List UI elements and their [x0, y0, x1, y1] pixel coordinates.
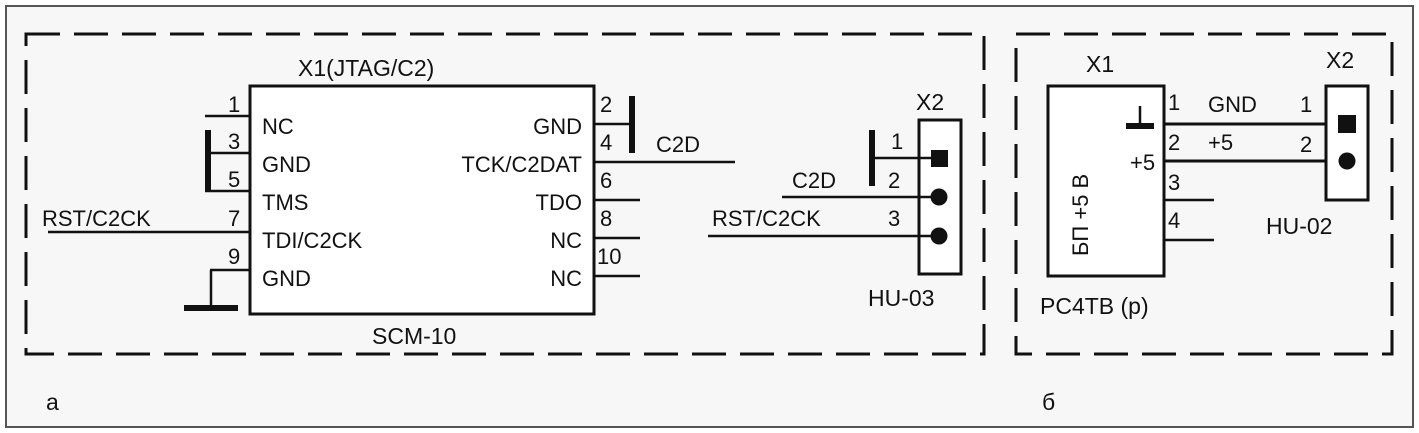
hu03-pin-2-dot [930, 188, 948, 206]
connector-b-x1-title: X1 [1086, 51, 1114, 77]
connector-b-x1-model: PC4TB (р) [1040, 293, 1149, 319]
signal-gnd: GND [1208, 92, 1257, 117]
pin-number-5: 5 [228, 167, 240, 192]
pc4tb-pin-number-3: 3 [1168, 170, 1180, 195]
pc4tb-inner-label: БП +5 В [1068, 174, 1093, 256]
pin-number-3: 3 [228, 129, 240, 154]
pin-number-1: 1 [228, 92, 240, 117]
signal-rst-c2ck-left: RST/C2CK [42, 206, 151, 231]
connector-x2-title: X2 [916, 89, 944, 115]
panel-a-dashed-border [24, 32, 986, 356]
pin-name-nc-10: NC [550, 266, 582, 291]
hu03-pin-number-2: 2 [888, 168, 900, 193]
pin-name-tdo: TDO [536, 190, 582, 215]
pin-name-gnd-9: GND [262, 266, 311, 291]
hu03-pin-3-dot [930, 227, 948, 245]
pin-name-tdi-c2ck: TDI/C2CK [262, 228, 363, 253]
pc4tb-pin-number-4: 4 [1168, 208, 1180, 233]
hu02-connector-body [1324, 84, 1370, 202]
panel-a-label: а [46, 389, 59, 415]
pin-number-2: 2 [600, 92, 612, 117]
pc4tb-pin-number-1: 1 [1168, 90, 1180, 115]
signal-c2d-mid: C2D [792, 168, 836, 193]
hu03-pin-number-3: 3 [888, 206, 900, 231]
pin-number-9: 9 [228, 244, 240, 269]
connector-x2-model: HU-03 [868, 285, 934, 311]
pc4tb-plus5-label: +5 [1130, 150, 1155, 175]
signal-rst-c2ck-right: RST/C2CK [712, 206, 821, 231]
connector-b-x2-model: HU-02 [1266, 213, 1332, 239]
pin-name-gnd-2: GND [533, 114, 582, 139]
pin-number-8: 8 [600, 206, 612, 231]
pin-name-tms: TMS [262, 190, 308, 215]
hu02-pin-number-1: 1 [1300, 92, 1312, 117]
outer-frame [5, 5, 1414, 428]
pin-name-nc-8: NC [550, 228, 582, 253]
connector-b-x2-title: X2 [1326, 47, 1354, 73]
hu03-pin-1-square [931, 150, 948, 167]
hu02-pin-2-dot [1338, 152, 1356, 170]
pin-number-6: 6 [600, 168, 612, 193]
connector-x1-model: SCM-10 [372, 323, 456, 349]
pin-number-4: 4 [600, 130, 612, 155]
panel-b-label: б [1042, 389, 1055, 415]
pin-name-nc-1: NC [262, 114, 294, 139]
signal-c2d-top: C2D [656, 132, 700, 157]
panel-b-dashed-border [1014, 32, 1394, 356]
connector-x1-title: X1(JTAG/C2) [298, 55, 434, 81]
pc4tb-connector-body [1046, 84, 1166, 278]
hu02-pin-1-square [1338, 115, 1356, 133]
hu02-pin-number-2: 2 [1300, 132, 1312, 157]
pin-name-tck-c2dat: TCK/C2DAT [461, 152, 582, 177]
hu03-pin-number-1: 1 [891, 129, 903, 154]
scm10-connector-body [248, 84, 596, 316]
pin-name-gnd-3: GND [262, 152, 311, 177]
pin-number-10: 10 [597, 244, 621, 269]
signal-plus5: +5 [1208, 130, 1233, 155]
pin-number-7: 7 [228, 206, 240, 231]
pc4tb-pin-number-2: 2 [1168, 130, 1180, 155]
